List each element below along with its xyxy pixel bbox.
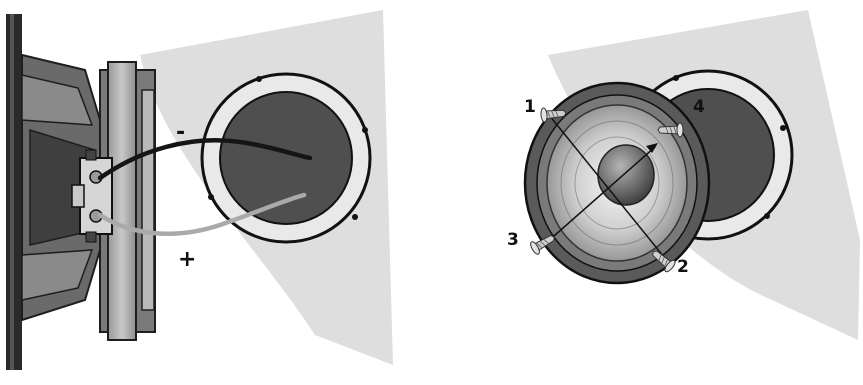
side-view-panel — [140, 10, 393, 365]
speaker-side-view — [6, 14, 155, 370]
mounting-hole-cutout-left — [220, 92, 352, 224]
dust-cap — [598, 145, 654, 205]
positive-polarity-label: + — [178, 247, 196, 272]
screw-label-4: 4 — [693, 97, 705, 117]
negative-polarity-label: - — [176, 120, 185, 145]
screw-label-2: 2 — [677, 257, 689, 277]
screw-label-3: 3 — [507, 230, 519, 250]
screw-label-1: 1 — [524, 97, 536, 117]
